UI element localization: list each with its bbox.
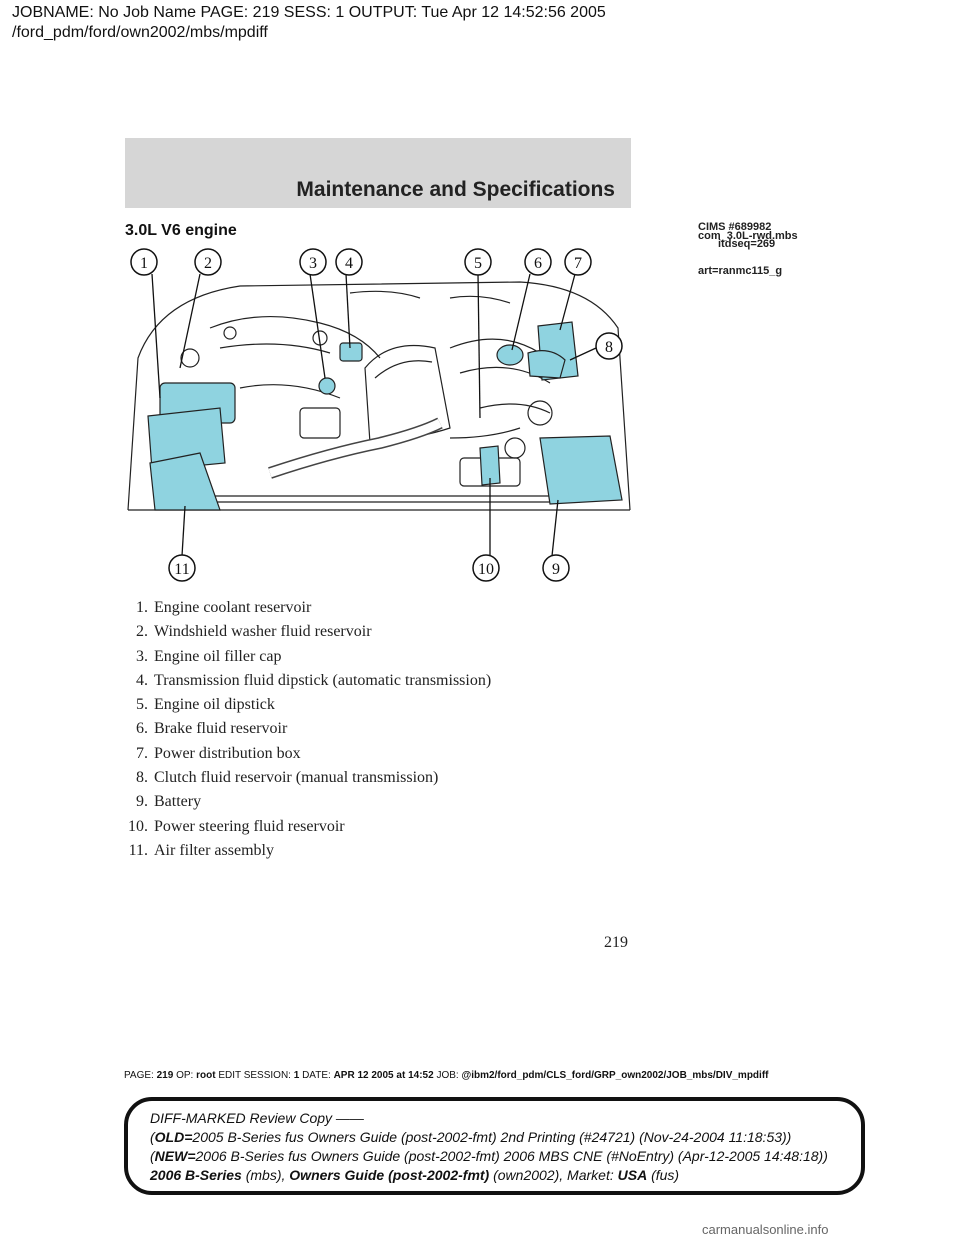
callout-1 [130, 248, 158, 276]
battery-shape [539, 435, 623, 505]
list-item: 9.Battery [136, 793, 202, 811]
list-item: 5.Engine oil dipstick [136, 696, 275, 714]
list-item: 1.Engine coolant reservoir [136, 599, 312, 616]
list-item: 4.Transmission fluid dipstick (automatic… [136, 671, 492, 689]
callout-label-10: 10 [478, 561, 494, 578]
list-item: 7.Power distribution box [136, 744, 301, 762]
callout-7 [564, 248, 592, 276]
list-item: 10.Power steering fluid reservoir [128, 817, 345, 835]
callout-label-9: 9 [552, 561, 560, 578]
review-new-line: (NEW=2006 B-Series fus Owners Guide (pos… [150, 1148, 828, 1164]
diff-review-box: DIFF-MARKED Review Copy —— (OLD=2005 B-S… [124, 1097, 865, 1195]
callout-label-3: 3 [309, 255, 317, 272]
callout-10 [472, 554, 500, 582]
edit-session-footer: PAGE: 219 OP: root EDIT SESSION: 1 DATE:… [124, 1070, 769, 1081]
callout-label-11: 11 [174, 561, 189, 578]
callout-label-5: 5 [474, 255, 482, 272]
section-header-title: Maintenance and Specifications [296, 178, 615, 201]
callout-6 [524, 248, 552, 276]
callout-label-1: 1 [140, 255, 148, 272]
callout-2 [194, 248, 222, 276]
cims-file: com_3.0L-rwd.mbs [698, 230, 798, 242]
cims-seq: itdseq=269 [718, 238, 776, 250]
callout-3 [299, 248, 327, 276]
engine-oil-filler-cap-shape [318, 377, 336, 395]
callout-label-7: 7 [574, 255, 582, 272]
callout-11 [168, 554, 196, 582]
review-old-line: (OLD=2005 B-Series fus Owners Guide (pos… [150, 1129, 792, 1145]
windshield-washer-reservoir-shape [147, 407, 226, 471]
callout-8 [595, 332, 623, 360]
callout-4 [335, 248, 363, 276]
job-header-line-2: /ford_pdm/ford/own2002/mbs/mpdiff [12, 24, 268, 41]
list-item: 11.Air filter assembly [128, 841, 274, 859]
job-header-line-1: JOBNAME: No Job Name PAGE: 219 SESS: 1 O… [12, 4, 606, 21]
callout-label-8: 8 [605, 339, 613, 356]
cims-art: art=ranmc115_g [698, 265, 783, 277]
clutch-fluid-reservoir-shape [527, 350, 566, 379]
review-title: DIFF-MARKED Review Copy —— [150, 1110, 364, 1126]
air-filter-assembly-shape [149, 452, 221, 511]
list-item: 2.Windshield washer fluid reservoir [136, 623, 372, 641]
engine-title: 3.0L V6 engine [125, 222, 237, 239]
list-item: 3.Engine oil filler cap [136, 647, 282, 665]
page-number: 219 [604, 934, 628, 951]
review-series-line: 2006 B-Series (mbs), Owners Guide (post-… [150, 1167, 680, 1183]
list-item: 6.Brake fluid reservoir [136, 720, 288, 738]
callout-label-2: 2 [204, 255, 212, 272]
engine-bay-outline [127, 281, 631, 511]
callout-label-6: 6 [534, 255, 542, 272]
callout-5 [464, 248, 492, 276]
engine-diagram: 1 2 3 4 5 6 7 8 9 10 11 [127, 248, 631, 582]
transmission-dipstick-shape [339, 342, 363, 362]
parts-list: 1.Engine coolant reservoir 2.Windshield … [100, 596, 491, 863]
callout-9 [542, 554, 570, 582]
cims-id: CIMS #689982 [698, 221, 772, 233]
power-steering-reservoir-shape [479, 445, 501, 486]
list-item: 8.Clutch fluid reservoir (manual transmi… [136, 769, 439, 787]
brake-fluid-reservoir-shape [496, 344, 524, 366]
callout-label-4: 4 [345, 255, 353, 272]
watermark: carmanualsonline.info [702, 1222, 829, 1237]
section-header-band: Maintenance and Specifications [125, 138, 631, 208]
